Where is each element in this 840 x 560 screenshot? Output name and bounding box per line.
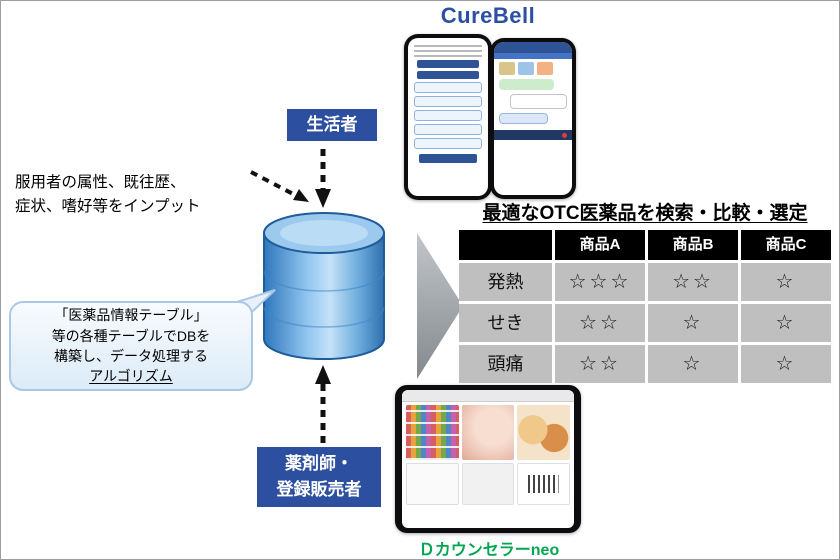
phone-mockup-2 <box>490 38 576 199</box>
table-row-label-cough: せき <box>459 304 552 342</box>
tablet-screen <box>402 390 574 528</box>
input-text-line2: 症状、嗜好等をインプット <box>15 198 201 216</box>
phone1-list-item <box>414 124 482 135</box>
tablet-barcode-icon <box>517 463 571 505</box>
phone2-header-bar <box>494 42 572 53</box>
pharmacist-line2: 登録販売者 <box>276 480 362 500</box>
phone1-list-item <box>414 96 482 107</box>
tablet-screen-header <box>402 390 574 402</box>
phone2-chat-bubble <box>510 94 567 109</box>
input-description-text: 服用者の属性、既往歴、 症状、嗜好等をインプット <box>15 171 255 219</box>
phone1-list-item <box>414 82 482 93</box>
phone2-thumbnail <box>499 62 515 75</box>
phone2-notification-dot <box>562 133 567 138</box>
db-to-table-arrow <box>417 233 463 379</box>
table-row-label-fever: 発熱 <box>459 263 552 301</box>
phone1-button-bar-2 <box>417 71 479 79</box>
phone1-button-bar <box>417 60 479 68</box>
table-cell-rating: ☆ <box>648 304 738 342</box>
pharmacist-label-box: 薬剤師・ 登録販売者 <box>257 447 381 507</box>
tablet-mockup <box>395 385 581 533</box>
consumer-label-box: 生活者 <box>287 109 377 141</box>
tablet-photo-products <box>406 463 459 505</box>
tablet-label: Ｄカウンセラーneo <box>418 542 560 559</box>
table-header-product-b: 商品B <box>648 230 738 260</box>
tablet-photo-box <box>461 463 515 505</box>
tablet-photo-row-1 <box>406 405 571 460</box>
bubble-line2: 等の各種テーブルでDBを <box>51 327 211 344</box>
input-to-db-arrow <box>250 170 309 202</box>
table-cell-rating: ☆☆ <box>555 304 645 342</box>
phone2-bottom-nav <box>494 130 572 140</box>
database-icon <box>263 212 385 360</box>
phone2-thumbnail <box>537 62 553 75</box>
table-cell-rating: ☆ <box>648 345 738 383</box>
table-cell-rating: ☆ <box>741 304 831 342</box>
phone2-chat-bubble <box>499 113 548 124</box>
pharmacist-line1: 薬剤師・ <box>285 454 353 473</box>
table-header-product-a: 商品A <box>555 230 645 260</box>
bubble-line1: 「医薬品情報テーブル」 <box>54 307 208 324</box>
bubble-line3: 構築し、データ処理する <box>54 348 208 364</box>
curebell-title: CureBell <box>440 3 536 28</box>
tablet-photo-shelves <box>406 405 459 460</box>
phone2-subheader-bar <box>494 53 572 59</box>
phone2-chat-bubble <box>499 79 554 90</box>
phone1-list-item <box>414 110 482 121</box>
comparison-table: 商品A 商品B 商品C 発熱 ☆☆☆ ☆☆ ☆ せき ☆☆ ☆ ☆ 頭痛 ☆☆ … <box>459 230 831 383</box>
table-header-product-c: 商品C <box>741 230 831 260</box>
table-cell-rating: ☆☆ <box>555 345 645 383</box>
phone2-thumbnails <box>499 62 567 75</box>
bubble-line4-algorithm: アルゴリズム <box>89 368 173 385</box>
phone2-thumbnail <box>518 62 534 75</box>
consumer-to-db-arrow <box>315 149 331 208</box>
callout-bubble: 「医薬品情報テーブル」 等の各種テーブルでDBを 構築し、データ処理する アルゴ… <box>9 301 253 391</box>
tablet-photo-row-2 <box>406 463 571 505</box>
table-cell-rating: ☆☆ <box>648 263 738 301</box>
phone1-screen <box>408 38 488 196</box>
table-cell-rating: ☆ <box>741 263 831 301</box>
result-heading: 最適なOTC医薬品を検索・比較・選定 <box>482 203 808 224</box>
tablet-photo-food <box>517 405 571 460</box>
table-row-label-headache: 頭痛 <box>459 345 552 383</box>
pharmacist-to-db-arrow <box>315 365 331 443</box>
phone1-bottom-button <box>419 154 477 163</box>
table-cell-rating: ☆☆☆ <box>555 263 645 301</box>
table-header-empty <box>459 230 552 260</box>
tablet-photo-hand <box>461 405 515 460</box>
phone1-list-item <box>414 138 482 149</box>
table-cell-rating: ☆ <box>741 345 831 383</box>
phone-mockup-1 <box>404 34 492 200</box>
phone1-text-lines <box>414 43 482 57</box>
phone2-screen <box>494 42 572 195</box>
input-text-line1: 服用者の属性、既往歴、 <box>15 174 186 191</box>
